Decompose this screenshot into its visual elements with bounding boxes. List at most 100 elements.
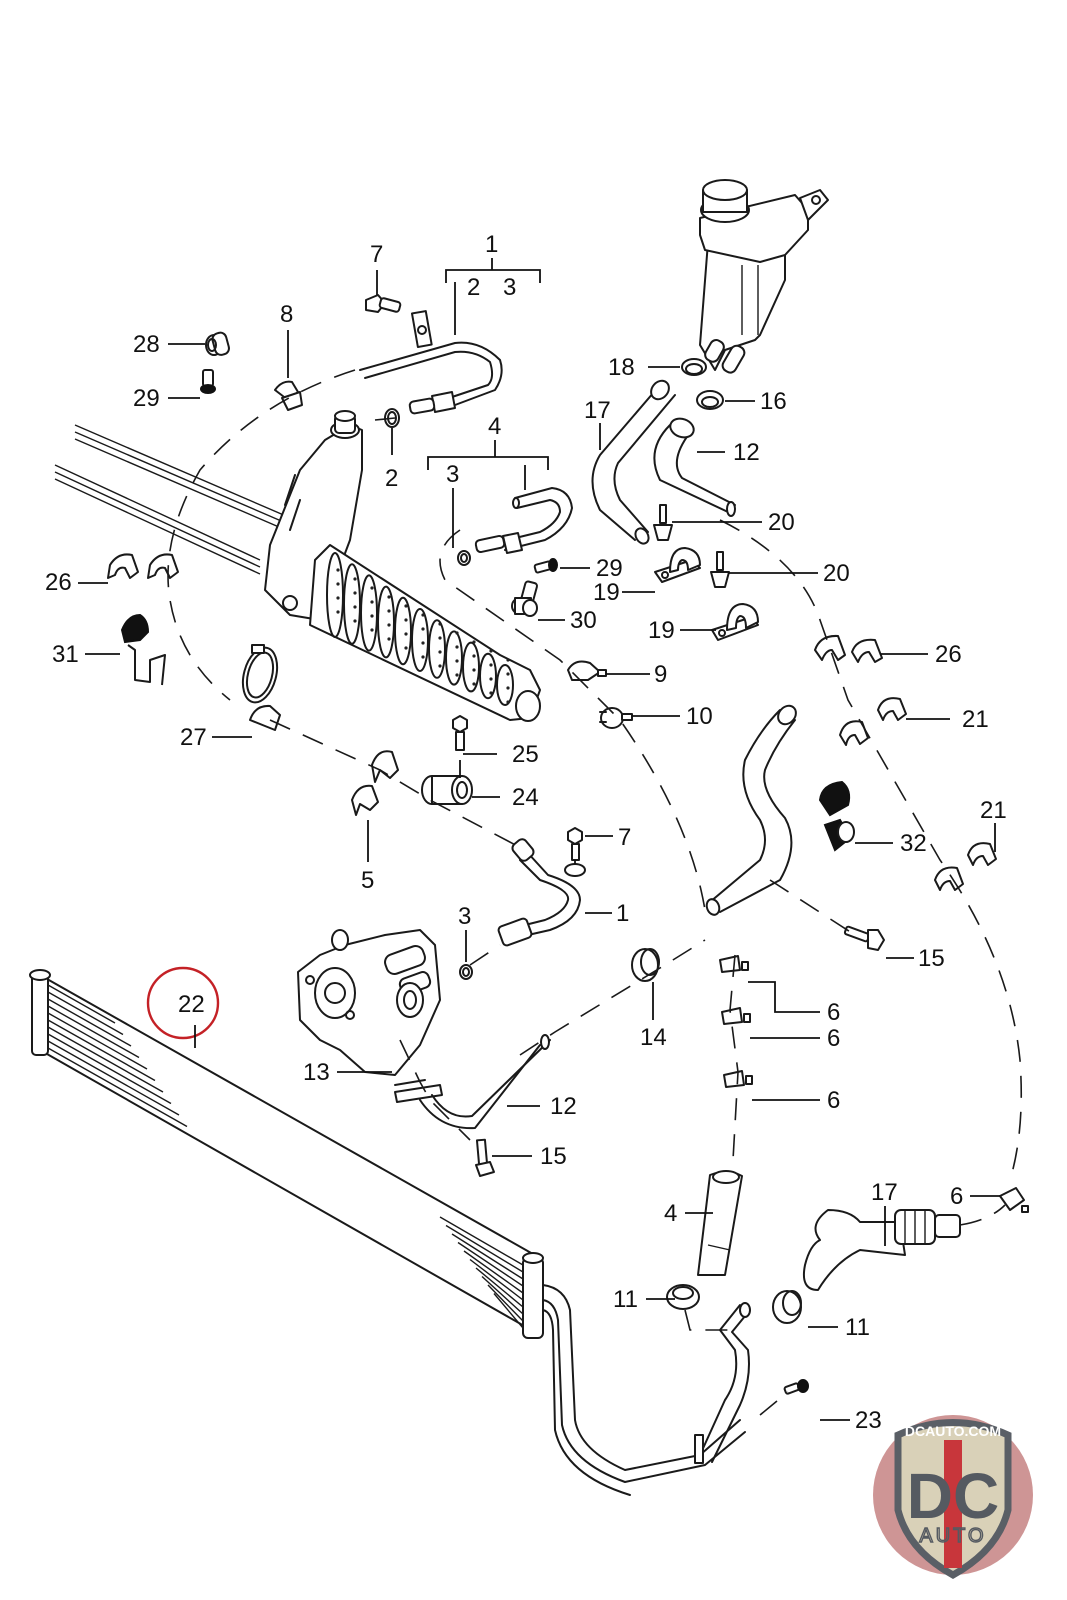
boot-dot [455,631,459,635]
callout-6-a: 6 [827,999,840,1026]
callout-9: 9 [654,661,667,688]
callout-1-sub-3: 3 [503,274,516,301]
boot-dot [353,605,357,609]
hose-4-lower [697,1170,743,1276]
cooler-fin [47,1040,180,1116]
cooler-fin [47,1012,148,1070]
clip-19-b [711,603,759,641]
boot-dot [370,614,374,618]
callout-15-mid: 15 [918,945,945,972]
boot-dot [421,613,425,617]
callout-23: 23 [855,1407,882,1434]
callout-7-mid: 7 [618,824,631,851]
clip-8 [274,380,303,411]
boot-dot [455,673,459,677]
boot-dot [472,668,476,672]
hose-12-suction [653,417,736,517]
logo-site-text: DCAUTO.COM [905,1423,1001,1439]
clip-9 [567,660,607,681]
callout-27: 27 [180,724,207,751]
boot-dot [438,664,442,668]
boot-dot [404,604,408,608]
cooler-fin [439,1216,524,1266]
boot-ring [394,596,412,666]
boot-dot [421,627,425,631]
callout-17-low: 17 [871,1179,898,1206]
hose-clamp-18 [681,358,707,376]
callout-6-c: 6 [827,1087,840,1114]
logo-red-stripe [944,1440,962,1568]
boot-dot [404,632,408,636]
steering-boot [309,544,541,722]
clip-21-b [934,842,997,891]
boot-dot [472,682,476,686]
callout-2: 2 [385,465,398,492]
boot-dot [353,577,357,581]
grommet-28 [205,331,230,356]
clip-5 [351,750,399,816]
hose-17-lower [802,1209,961,1291]
callout-11-b: 11 [845,1314,870,1341]
boot-dot [336,596,340,600]
callout-3-mid: 3 [458,903,471,930]
cooler-fin [469,1258,524,1301]
boot-ring [445,630,463,686]
callout-1-sub-2: 2 [467,274,480,301]
pressure-line-4 [474,487,573,554]
boot-ring [377,585,395,659]
callout-19-a: 19 [593,579,620,606]
boot-ring [479,652,497,700]
boot-ring [343,563,361,645]
boot-dot [387,595,391,599]
callout-14: 14 [640,1024,667,1051]
clip-26-left [107,553,179,579]
cooler-fin [47,1047,188,1128]
cooler-fin [493,1293,524,1329]
callout-19-b: 19 [648,617,675,644]
cooler-fin [47,1019,156,1082]
boot-dot [336,582,340,586]
bolt-15-mid [843,925,885,951]
clip-6-c [723,1070,753,1088]
cooler-fin [47,1033,172,1105]
callout-29-left: 29 [133,385,160,412]
boot-dot [370,628,374,632]
callout-8: 8 [280,301,293,328]
cooler-fin [481,1275,524,1315]
boot-dot [404,646,408,650]
boot-ring [326,552,344,638]
boot-dot [336,568,340,572]
clip-21-a [839,697,907,746]
boot-dot [336,610,340,614]
callout-11-a: 11 [613,1286,638,1313]
boot-dot [472,654,476,658]
callout-20-b: 20 [823,560,850,587]
boot-dot [387,637,391,641]
callout-21-a: 21 [962,706,989,733]
hose-17-return [591,379,676,545]
cooler-return-pipes [542,1284,751,1496]
boot-dot [489,663,493,667]
callout-20-a: 20 [768,509,795,536]
clip-10 [599,707,633,729]
callout-26-left: 26 [45,569,72,596]
callout-15-low: 15 [540,1143,567,1170]
boot-dot [506,686,510,690]
callout-28: 28 [133,331,160,358]
callout-13: 13 [303,1059,330,1086]
boot-ring [411,608,429,672]
callout-31: 31 [52,641,79,668]
boot-dot [370,586,374,590]
callout-25: 25 [512,741,539,768]
callout-32: 32 [900,830,927,857]
callout-7-top: 7 [370,241,383,268]
cooler-fin [445,1224,524,1273]
bolt-7-mid [564,827,586,877]
boot-dot [489,649,493,653]
pressure-line-1 [359,310,503,415]
callout-17-top: 17 [584,397,611,424]
bracket-30 [511,580,538,617]
boot-ring [462,641,480,693]
callout-12-low: 12 [550,1093,577,1120]
